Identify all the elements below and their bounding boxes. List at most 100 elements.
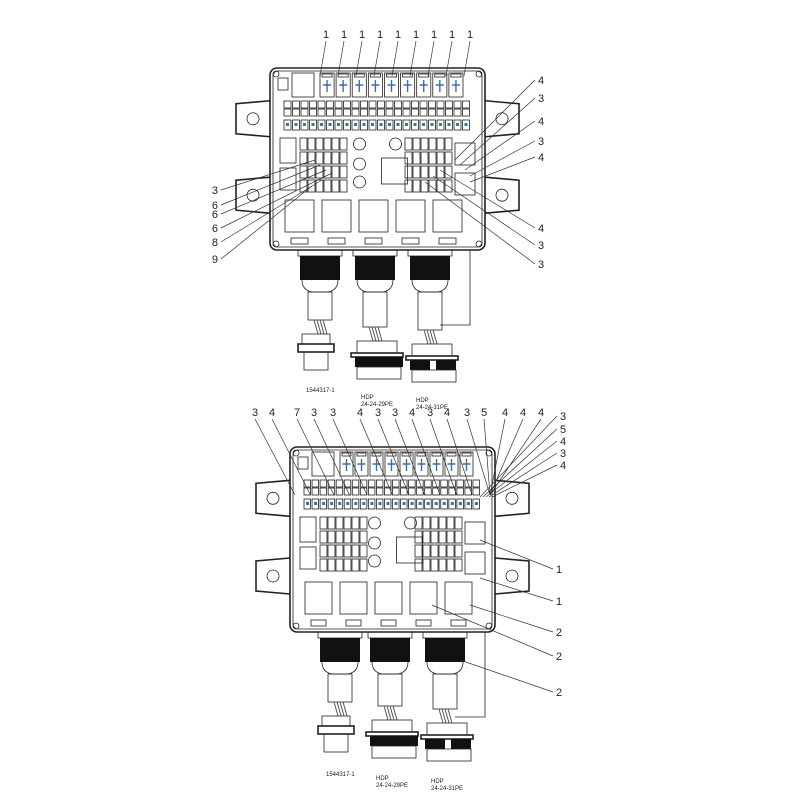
- callout-leader: [479, 539, 554, 570]
- callout-number: 7: [294, 407, 300, 419]
- callout-leader: [220, 164, 321, 206]
- callout-leader: [429, 418, 457, 496]
- connector-plug: [426, 748, 472, 762]
- relay-module: [335, 72, 351, 98]
- fuse: [376, 487, 384, 496]
- relay-module: [429, 451, 444, 477]
- fuse: [440, 479, 448, 488]
- fuse: [343, 108, 351, 117]
- wire: [368, 326, 374, 342]
- connector-housing: [321, 715, 351, 727]
- mounting-bracket-left: [235, 99, 271, 138]
- callout-leader: [220, 172, 333, 229]
- fuse: [440, 487, 448, 496]
- fuse: [307, 137, 316, 151]
- connector-band: [370, 736, 418, 746]
- callout-number: 6: [212, 223, 218, 235]
- callout-leader: [220, 179, 323, 243]
- callout-leader: [485, 440, 558, 498]
- fuse-holder: [428, 119, 436, 131]
- fuse-holder: [464, 498, 472, 510]
- bracket-hole: [266, 491, 280, 505]
- fuse: [422, 530, 431, 544]
- top-connector-part-number: 24-24-31PE: [416, 405, 448, 411]
- fuse: [404, 179, 413, 193]
- fuse-marker: [418, 502, 422, 505]
- callout-leader: [271, 418, 311, 496]
- cable-sleeve: [307, 291, 333, 321]
- connector-plug: [323, 733, 349, 753]
- callout-number: 5: [481, 407, 487, 419]
- enclosure-inner: [292, 449, 493, 630]
- fuse: [404, 165, 413, 179]
- fuse: [343, 100, 351, 109]
- callout-leader: [454, 79, 536, 161]
- fuse-marker: [430, 123, 434, 126]
- relay-label: [434, 73, 446, 78]
- relay-pins: [417, 459, 426, 471]
- fuse: [317, 100, 326, 109]
- fuse: [392, 487, 400, 496]
- fuse-marker: [447, 123, 451, 126]
- connector-plug: [411, 369, 457, 383]
- fuse: [307, 165, 316, 179]
- fuse: [430, 516, 439, 530]
- wire: [377, 326, 383, 342]
- bracket-hole: [246, 188, 260, 202]
- wire: [389, 705, 395, 721]
- mounting-bracket-right: [484, 176, 520, 214]
- fuse-holder: [360, 119, 368, 131]
- fuse-holder: [402, 119, 411, 131]
- fuse: [368, 100, 377, 109]
- fuse: [334, 108, 343, 117]
- callout-leader: [479, 415, 558, 498]
- fuse: [436, 100, 445, 109]
- relay-label: [386, 452, 397, 457]
- callout-number: 2: [556, 627, 562, 639]
- callout-number: 4: [560, 460, 566, 472]
- relay-pins: [357, 459, 366, 471]
- mounting-bracket-left: [255, 479, 291, 518]
- relay-pins: [339, 80, 348, 92]
- fuse: [438, 558, 447, 572]
- fuse: [453, 100, 462, 109]
- wire: [441, 708, 447, 724]
- gland-nut: [297, 249, 343, 257]
- fuse: [359, 558, 368, 572]
- fuse: [424, 479, 432, 488]
- fuse: [404, 137, 413, 151]
- callout-leader: [220, 185, 313, 260]
- fuse: [359, 516, 368, 530]
- relay-tag: [450, 619, 467, 627]
- screw-icon: [292, 449, 300, 457]
- connector-band: [436, 360, 456, 370]
- callout-leader: [479, 577, 554, 602]
- screw-icon: [272, 240, 280, 248]
- fuse: [331, 179, 340, 193]
- connector-plug: [356, 366, 402, 380]
- fuse-holder: [359, 498, 368, 510]
- screw-icon: [292, 622, 300, 630]
- callout-number: 4: [538, 75, 544, 87]
- relay-label: [401, 452, 412, 457]
- relay: [304, 581, 333, 615]
- fuse: [428, 137, 437, 151]
- fuse-holder: [317, 119, 326, 131]
- fuse: [414, 516, 423, 530]
- indicator: [353, 137, 366, 151]
- gland-nut: [352, 249, 398, 257]
- top-connector-model: HDP: [416, 398, 429, 404]
- fuse: [311, 487, 319, 496]
- fuse-marker: [410, 502, 414, 505]
- enclosure-outline: [289, 446, 496, 633]
- fuse: [436, 165, 445, 179]
- terminal-block: [277, 77, 289, 91]
- fuse-marker: [320, 123, 323, 126]
- relay-tag: [310, 619, 327, 627]
- relay: [321, 199, 352, 233]
- fuse: [351, 487, 360, 496]
- fuse: [359, 530, 368, 544]
- fuse: [422, 516, 431, 530]
- wire: [386, 705, 392, 721]
- fuse: [400, 479, 408, 488]
